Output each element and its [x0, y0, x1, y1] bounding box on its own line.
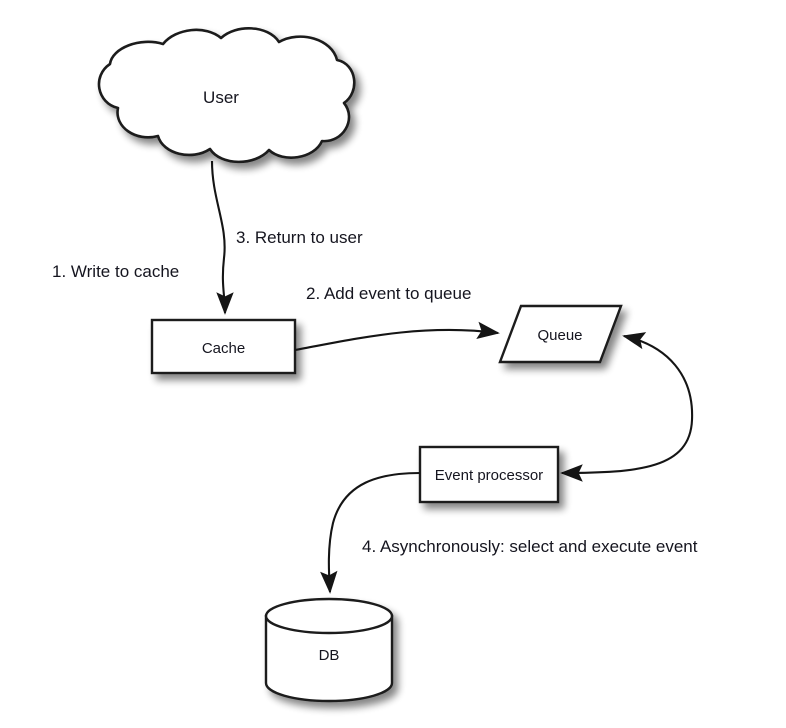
- edge-label-step3: 3. Return to user: [236, 228, 363, 247]
- edge-user-to-cache: [210, 160, 234, 315]
- node-cache-label: Cache: [202, 340, 245, 357]
- edge-label-step2: 2. Add event to queue: [306, 284, 471, 303]
- node-db-label: DB: [319, 647, 340, 664]
- db-body-shape: [264, 614, 394, 703]
- edge-cache-to-queue: [294, 321, 500, 352]
- cloud-shape: [97, 27, 356, 164]
- edge-label-step4: 4. Asynchronously: select and execute ev…: [362, 537, 698, 556]
- node-event-processor[interactable]: Event processor: [418, 445, 560, 504]
- node-db[interactable]: DB: [264, 597, 394, 703]
- edge-queue-to-event-processor: [560, 332, 694, 482]
- cache-shape: [150, 318, 297, 375]
- node-queue[interactable]: Queue: [498, 304, 623, 364]
- node-event-processor-label: Event processor: [435, 467, 543, 484]
- node-queue-label: Queue: [537, 327, 582, 344]
- event-processor-shape: [418, 445, 560, 504]
- node-user[interactable]: User: [97, 27, 356, 164]
- db-top-ellipse: [264, 597, 394, 635]
- node-user-label: User: [203, 88, 239, 107]
- edge-label-step1: 1. Write to cache: [52, 262, 179, 281]
- node-cache[interactable]: Cache: [150, 318, 297, 375]
- edge-event-processor-to-db: [320, 471, 421, 594]
